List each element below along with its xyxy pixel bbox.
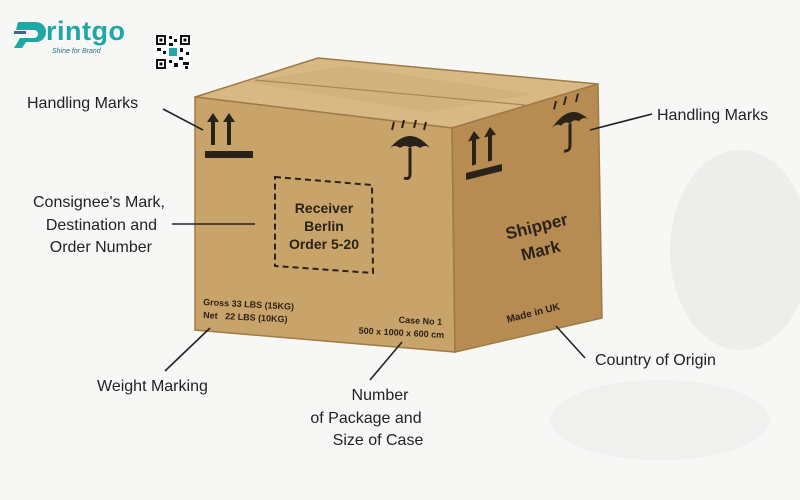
label-weight-marking: Weight Marking [97,378,208,395]
receiver-line-1: Receiver [295,200,354,216]
gross-weight-text: Gross 33 LBS (15KG) [203,297,294,312]
label-handling-marks-right: Handling Marks [657,107,768,124]
printgo-logo-icon [14,22,46,48]
keep-dry-umbrella-icon [390,119,430,180]
brand-tagline: Shine for Brand [52,48,101,55]
net-weight-text: Net 22 LBS (10KG) [203,310,288,324]
label-consignee-line-3: Order Number [50,239,153,256]
label-country-of-origin: Country of Origin [595,352,716,369]
this-way-up-icon [466,127,502,180]
leader-package [369,341,403,381]
label-package-line-2: of Package and [310,410,421,427]
case-size-text: 500 x 1000 x 600 cm [358,326,444,340]
leader-weight [164,327,211,372]
leader-handling-left [162,108,204,131]
label-package-line-3: Size of Case [333,432,424,449]
brand-name: rintgo [46,16,126,46]
label-package-line-1: Number [352,387,410,404]
printgo-logo[interactable]: rintgo Shine for Brand [12,16,202,70]
qr-code-icon [155,34,191,70]
label-consignee-line-2: Destination and [46,217,157,234]
this-way-up-icon [205,113,253,158]
label-handling-marks-left: Handling Marks [27,95,138,112]
leader-origin [555,325,586,359]
receiver-line-2: Berlin [304,218,344,234]
label-consignee-line-1: Consignee's Mark, [33,194,165,211]
receiver-line-3: Order 5-20 [289,236,359,252]
case-number-text: Case No 1 [398,315,442,327]
keep-dry-umbrella-icon [552,93,588,153]
leader-handling-right [589,113,653,131]
consignee-mark-box [274,175,375,275]
